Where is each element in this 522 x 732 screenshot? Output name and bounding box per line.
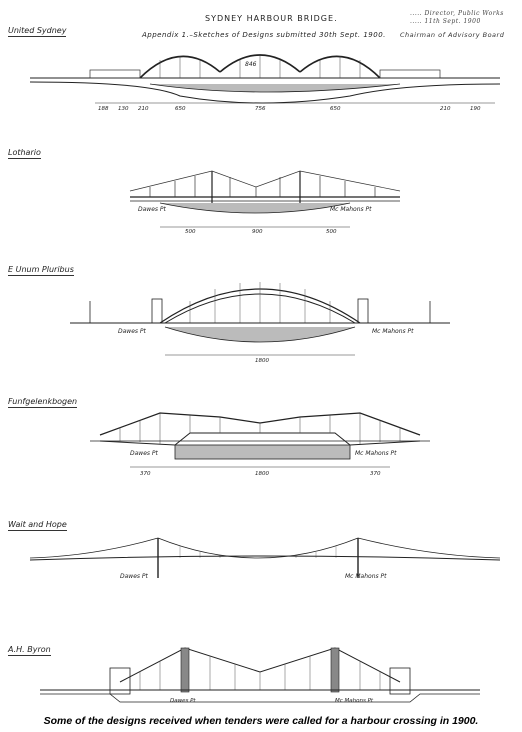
- design-drawing-ah-byron: Dawes Pt Mc Mahons Pt: [40, 647, 480, 704]
- point-left-label: Dawes Pt: [118, 328, 147, 335]
- dim-label: 370: [140, 471, 151, 477]
- dim-label: 756: [255, 106, 266, 112]
- point-left-label: Dawes Pt: [120, 573, 149, 580]
- dim-label: 190: [470, 106, 481, 112]
- dim-top-label: 846: [245, 61, 257, 68]
- dim-label: 650: [175, 106, 186, 112]
- design-label-e-unum-pluribus: E Unum Pluribus: [8, 265, 74, 276]
- dim-label: 210: [440, 106, 451, 112]
- dim-label: 370: [370, 471, 381, 477]
- design-label-ah-byron: A.H. Byron: [8, 645, 51, 656]
- dim-label: 1800: [255, 358, 269, 364]
- design-drawing-wait-and-hope: Dawes Pt Mc Mahons Pt: [29, 537, 501, 580]
- design-label-united-sydney: United Sydney: [8, 26, 67, 37]
- signature-line-1: ..... Director, Public Works: [410, 10, 504, 17]
- dim-label: 188: [98, 106, 109, 112]
- design-label-funfgelenkbogen: Funfgelenkbogen: [8, 397, 78, 408]
- dim-label: 900: [252, 229, 263, 235]
- point-right-label: Mc Mahons Pt: [372, 328, 414, 335]
- design-label-wait-and-hope: Wait and Hope: [8, 520, 67, 531]
- dim-label: 130: [118, 106, 129, 112]
- dim-label: 500: [185, 229, 196, 235]
- dim-label: 210: [138, 106, 149, 112]
- signature-role: Chairman of Advisory Board: [400, 31, 505, 39]
- design-drawing-united-sydney: 846 188 130 210 650 756 650 210 190: [29, 54, 501, 112]
- point-right-label: Mc Mahons Pt: [345, 573, 387, 580]
- point-left-label: Dawes Pt: [170, 698, 196, 704]
- signature-line-2: ..... 11th Sept. 1900: [410, 18, 481, 25]
- design-drawing-e-unum-pluribus: Dawes Pt Mc Mahons Pt 1800: [70, 282, 450, 364]
- point-right-label: Mc Mahons Pt: [335, 698, 374, 704]
- dim-label: 1800: [255, 471, 269, 477]
- point-right-label: Mc Mahons Pt: [355, 450, 397, 457]
- figure-caption: Some of the designs received when tender…: [43, 715, 479, 727]
- document-subtitle: Appendix 1.–Sketches of Designs submitte…: [142, 31, 386, 39]
- dim-label: 500: [326, 229, 337, 235]
- point-right-label: Mc Mahons Pt: [330, 206, 372, 213]
- signature-block: ..... Director, Public Works ..... 11th …: [410, 10, 510, 26]
- point-left-label: Dawes Pt: [130, 450, 159, 457]
- design-drawing-lothario: Dawes Pt Mc Mahons Pt 500 900 500: [129, 170, 401, 235]
- design-label-lothario: Lothario: [8, 148, 41, 159]
- design-drawing-funfgelenkbogen: Dawes Pt Mc Mahons Pt 370 1800 370: [90, 412, 430, 477]
- point-left-label: Dawes Pt: [138, 206, 167, 213]
- document-title: SYDNEY HARBOUR BRIDGE.: [205, 14, 338, 23]
- dim-label: 650: [330, 106, 341, 112]
